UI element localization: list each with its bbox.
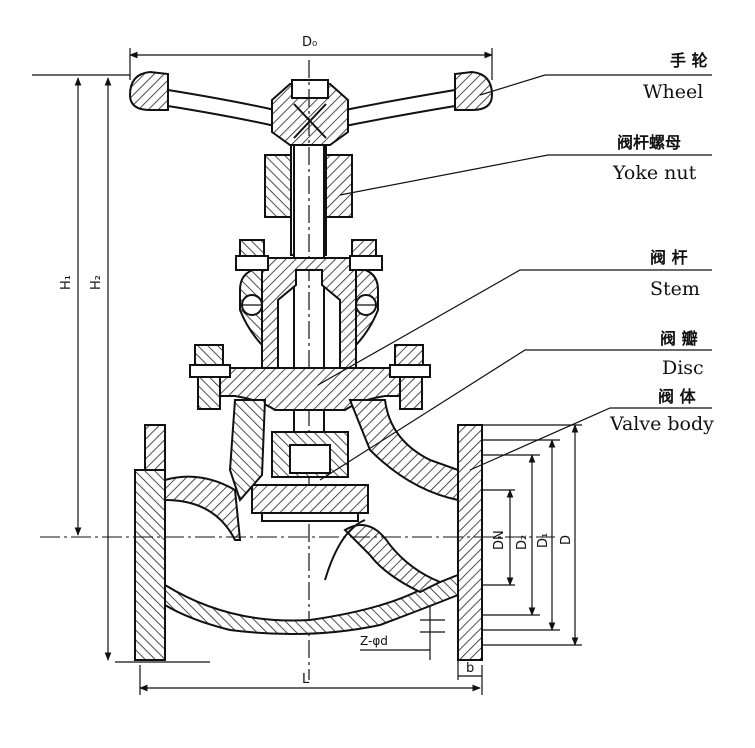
- handwheel: [128, 70, 494, 146]
- disc: [251, 431, 369, 522]
- dimension-lines: [32, 48, 582, 695]
- d-label: D: [559, 535, 574, 545]
- body-label-cn: 阀 体: [658, 387, 697, 406]
- b-label: b: [466, 661, 474, 676]
- h1-label: H₁: [59, 275, 74, 290]
- h2-label: H₂: [89, 275, 104, 290]
- dn-label: DN: [492, 530, 507, 550]
- disc-label-en: Disc: [662, 357, 704, 379]
- l-label: L: [302, 672, 310, 687]
- disc-label-cn: 阀 瓣: [660, 329, 698, 348]
- d0-label: D₀: [302, 35, 317, 50]
- body-label-en: Valve body: [609, 413, 714, 435]
- dimension-labels: D₀ H₁ H₂ DN D₂ D₁ D L b Z-φd: [59, 35, 574, 687]
- stem-label-cn: 阀 杆: [650, 248, 688, 267]
- wheel-label-en: Wheel: [643, 81, 703, 103]
- d2-label: D₂: [515, 535, 530, 550]
- d1-label: D₁: [536, 533, 551, 548]
- valve-body: [134, 399, 483, 661]
- leader-lines: [317, 74, 712, 481]
- yoke-nut-label-en: Yoke nut: [612, 162, 697, 184]
- yoke-nut-label-cn: 阀杆螺母: [617, 133, 681, 152]
- stem-label-en: Stem: [650, 278, 700, 300]
- bolt-holes-label: Z-φd: [360, 634, 388, 648]
- stem: [293, 60, 325, 680]
- wheel-label-cn: 手 轮: [670, 51, 708, 70]
- part-labels: 手 轮 Wheel 阀杆螺母 Yoke nut 阀 杆 Stem 阀 瓣 Dis…: [609, 51, 714, 435]
